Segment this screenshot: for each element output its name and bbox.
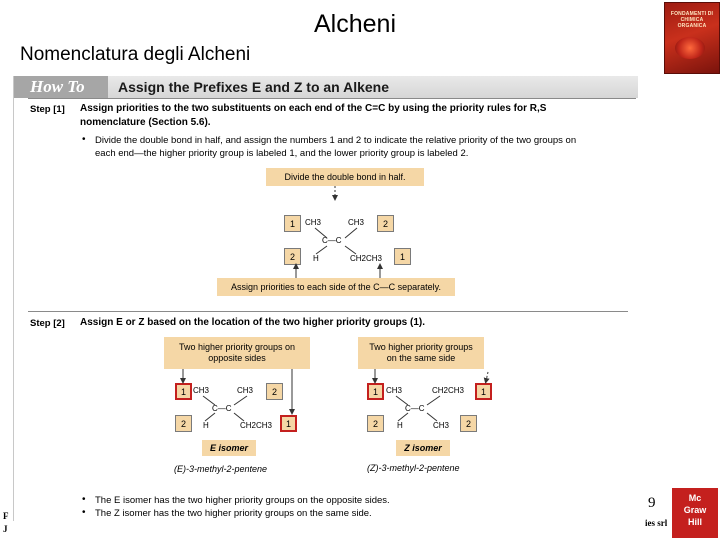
figure-panel bbox=[13, 76, 639, 521]
substituent-label: H bbox=[313, 254, 319, 263]
double-bond-label: C—C bbox=[212, 404, 232, 413]
priority-label: 2 bbox=[367, 415, 384, 432]
step1-text-line1: Assign priorities to the two substituent… bbox=[80, 103, 547, 114]
priority-label: 2 bbox=[460, 415, 477, 432]
logo-line: Graw bbox=[683, 505, 707, 515]
slide-subtitle: Nomenclatura degli Alcheni bbox=[20, 44, 251, 65]
footer-left-text: F bbox=[3, 511, 9, 521]
substituent-label: CH2CH3 bbox=[432, 386, 465, 395]
z-isomer-bullet: The Z isomer has the two higher priority… bbox=[95, 508, 372, 519]
priority-label: 2 bbox=[266, 383, 283, 400]
e-isomer-name: (E)-3-methyl-2-pentene bbox=[174, 464, 268, 474]
substituent-label: CH3 bbox=[237, 386, 254, 395]
e-isomer-box: E isomer bbox=[202, 440, 256, 456]
footer-left-text: J bbox=[3, 524, 8, 534]
bullet-icon: • bbox=[82, 134, 86, 145]
priority-label: 1 bbox=[475, 383, 492, 400]
step-divider bbox=[28, 311, 628, 312]
substituent-label: CH3 bbox=[193, 386, 210, 395]
step1-text-line2: nomenclature (Section 5.6). bbox=[80, 117, 211, 128]
z-isomer-box: Z isomer bbox=[396, 440, 450, 456]
substituent-label: CH3 bbox=[433, 421, 450, 430]
logo-line: Mc bbox=[688, 493, 702, 503]
mcgraw-hill-logo: Mc Graw Hill bbox=[672, 488, 718, 538]
priority-label: 1 bbox=[367, 383, 384, 400]
substituent-label: CH3 bbox=[386, 386, 403, 395]
logo-line: Hill bbox=[687, 517, 702, 527]
priority-label: 1 bbox=[394, 248, 411, 265]
step1-label: Step [1] bbox=[30, 104, 65, 115]
slide-title: Alcheni bbox=[314, 10, 396, 38]
publisher-text: ies srl bbox=[645, 518, 668, 528]
book-cover-image: FONDAMENTI DI CHIMICA ORGANICA bbox=[664, 2, 720, 74]
step2-text: Assign E or Z based on the location of t… bbox=[80, 317, 426, 328]
e-isomer-bullet: The E isomer has the two higher priority… bbox=[95, 495, 390, 506]
substituent-label: H bbox=[203, 421, 209, 430]
priority-label: 1 bbox=[284, 215, 301, 232]
double-bond-label: C—C bbox=[405, 404, 425, 413]
book-cover-title: FONDAMENTI DI CHIMICA ORGANICA bbox=[670, 11, 714, 29]
howto-label: How To bbox=[30, 77, 85, 96]
header-divider bbox=[28, 98, 636, 99]
double-bond-label: C—C bbox=[322, 236, 342, 245]
book-cover-flower bbox=[675, 37, 705, 59]
divide-bond-box: Divide the double bond in half. bbox=[266, 168, 424, 186]
priority-label: 2 bbox=[175, 415, 192, 432]
priority-label: 2 bbox=[377, 215, 394, 232]
slide-number: 9 bbox=[648, 495, 656, 511]
z-isomer-name: (Z)-3-methyl-2-pentene bbox=[367, 463, 460, 473]
step1-bullet-line1: Divide the double bond in half, and assi… bbox=[95, 135, 577, 146]
same-side-box: Two higher priority groups on the same s… bbox=[358, 337, 484, 369]
substituent-label: CH2CH3 bbox=[240, 421, 273, 430]
priority-label: 1 bbox=[280, 415, 297, 432]
priority-label: 1 bbox=[175, 383, 192, 400]
howto-heading: Assign the Prefixes E and Z to an Alkene bbox=[118, 79, 389, 95]
opposite-sides-box: Two higher priority groups on opposite s… bbox=[164, 337, 310, 369]
bullet-icon: • bbox=[82, 494, 86, 505]
substituent-label: CH3 bbox=[305, 218, 322, 227]
bullet-icon: • bbox=[82, 507, 86, 518]
step1-bullet-line2: each end—the higher priority group is la… bbox=[95, 148, 469, 159]
substituent-label: CH2CH3 bbox=[350, 254, 383, 263]
step2-label: Step [2] bbox=[30, 318, 65, 329]
substituent-label: H bbox=[397, 421, 403, 430]
priorities-separately-box: Assign priorities to each side of the C—… bbox=[217, 278, 455, 296]
priority-label: 2 bbox=[284, 248, 301, 265]
substituent-label: CH3 bbox=[348, 218, 365, 227]
howto-tab bbox=[14, 76, 108, 98]
howto-header-bar bbox=[14, 76, 638, 98]
